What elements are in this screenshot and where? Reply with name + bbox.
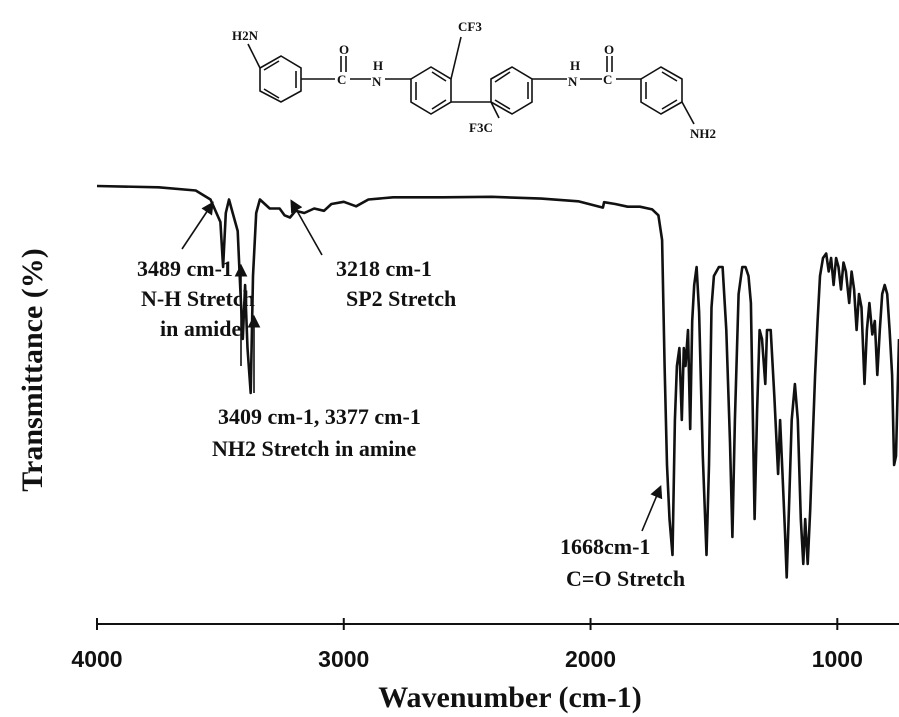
spectrum-line <box>96 184 899 579</box>
amide-h-left: H <box>373 58 383 73</box>
carbonyl-oxygen-left: O <box>339 42 349 57</box>
benzene-ring-1 <box>259 55 302 103</box>
carbonyl-oxygen-right: O <box>604 42 614 57</box>
benzene-ring-4 <box>640 66 683 115</box>
amine-label-right: NH2 <box>690 126 716 141</box>
y-axis-label: Transmittance (%) <box>16 248 49 492</box>
chemical-structure <box>247 36 695 125</box>
x-tick-label: 4000 <box>71 646 122 672</box>
x-tick-label: 2000 <box>565 646 616 672</box>
annotation-nh-amide-line: in amide <box>160 316 242 341</box>
annotation-nh2-amine-line: NH2 Stretch in amine <box>212 436 417 461</box>
annotation-carbonyl-line: C=O Stretch <box>566 566 685 591</box>
x-axis-label: Wavenumber (cm-1) <box>378 681 642 714</box>
annotation-sp2-arrow <box>290 199 323 256</box>
annotation-nh-amide-line: N-H Stretch <box>141 286 255 311</box>
annotation-nh2-amine-line: 3409 cm-1, 3377 cm-1 <box>218 404 421 429</box>
annotation-nh-amide-arrow <box>181 201 214 250</box>
carbonyl-carbon-left: C <box>337 72 346 87</box>
benzene-ring-2 <box>410 66 452 115</box>
amide-n-left: N <box>372 74 382 89</box>
cf3-label-top: CF3 <box>458 19 482 34</box>
x-tick-label: 3000 <box>318 646 369 672</box>
x-ticks: 4000 3000 2000 1000 <box>71 618 863 672</box>
annotation-carbonyl-line: 1668cm-1 <box>560 534 650 559</box>
annotations: 3489 cm-1N-H Stretch in amide 3218 cm-1SP2… <box>137 199 685 591</box>
amine-label-left: H2N <box>232 28 259 43</box>
cf3-label-bottom: F3C <box>469 120 493 135</box>
plot-area <box>96 184 899 579</box>
amide-h-right: H <box>570 58 580 73</box>
annotation-sp2-line: 3218 cm-1 <box>336 256 432 281</box>
x-tick-label: 1000 <box>812 646 863 672</box>
annotation-nh-amide-line: 3489 cm-1 <box>137 256 233 281</box>
amide-n-right: N <box>568 74 578 89</box>
benzene-ring-3 <box>490 66 533 115</box>
annotation-sp2-line: SP2 Stretch <box>346 286 456 311</box>
carbonyl-carbon-right: C <box>603 72 612 87</box>
annotation-carbonyl-arrow <box>641 485 663 532</box>
